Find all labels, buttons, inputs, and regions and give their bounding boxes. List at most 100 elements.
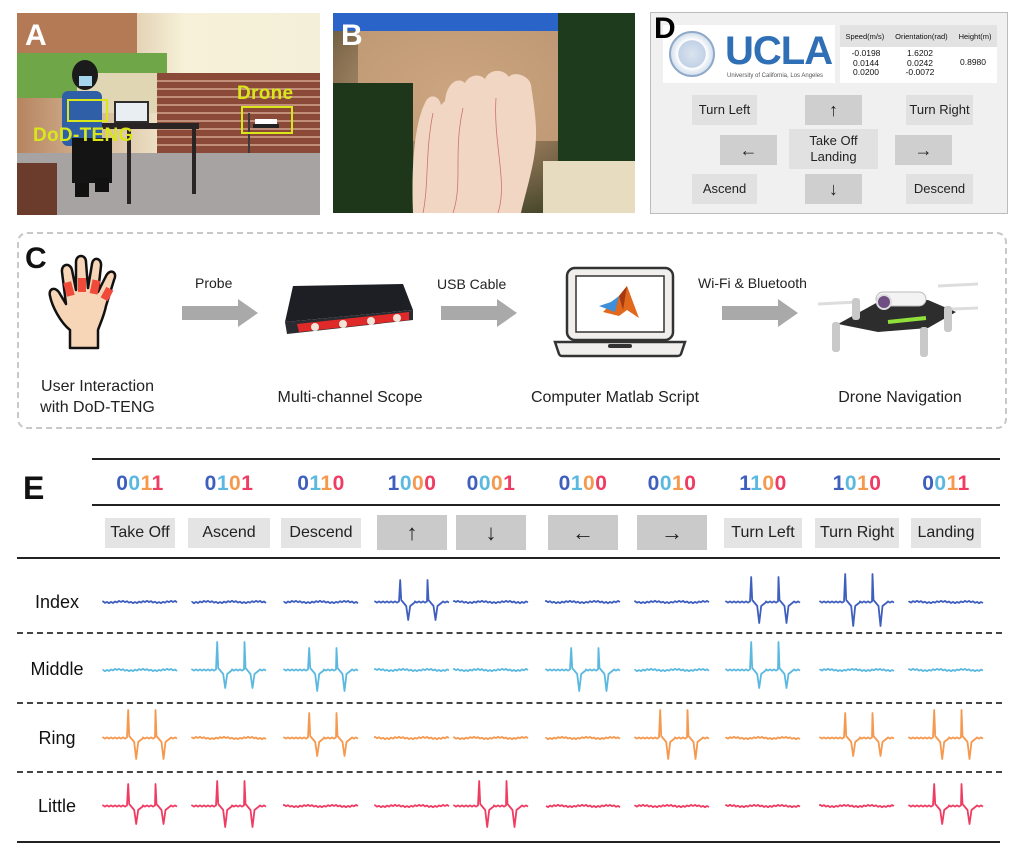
signal-trace-little xyxy=(819,803,895,809)
code-digit: 0 xyxy=(762,472,775,495)
code-digit: 0 xyxy=(774,472,787,495)
row-label-little: Little xyxy=(37,796,77,816)
signal-trace-middle xyxy=(374,667,450,673)
command-button: Turn Right xyxy=(815,518,899,548)
command-button: Descend xyxy=(281,518,361,548)
code-digit: 0 xyxy=(204,472,217,495)
signal-trace-ring xyxy=(545,735,621,741)
command-button: ↓ xyxy=(456,515,526,550)
code-digit: 1 xyxy=(503,472,516,495)
takeoff-landing-button[interactable]: Take Off Landing xyxy=(789,129,878,169)
binary-code: 1000 xyxy=(372,472,452,496)
binary-code: 0100 xyxy=(543,472,623,496)
signal-trace-index xyxy=(102,599,178,605)
device-tag: DoD-TENG xyxy=(33,125,134,146)
table-bottom-rule xyxy=(17,841,1000,843)
command-button: Landing xyxy=(911,518,981,548)
takeoff-label: Take Off xyxy=(809,133,858,148)
signal-trace-index xyxy=(283,599,359,605)
left-button[interactable]: ← xyxy=(720,135,777,165)
signal-trace-ring xyxy=(374,735,450,741)
row-divider xyxy=(17,632,1002,634)
signal-trace-ring xyxy=(819,712,895,757)
drone-highlight-box xyxy=(241,106,293,134)
code-digit: 0 xyxy=(647,472,660,495)
hand-icon xyxy=(48,254,117,350)
turn-left-button[interactable]: Turn Left xyxy=(692,95,757,125)
row-label-ring: Ring xyxy=(38,728,76,748)
code-digit: 1 xyxy=(216,472,229,495)
turn-right-button[interactable]: Turn Right xyxy=(906,95,973,125)
signal-trace-middle xyxy=(102,667,178,673)
code-digit: 0 xyxy=(934,472,947,495)
code-digit: 0 xyxy=(466,472,479,495)
forward-button[interactable]: ↑ xyxy=(805,95,862,125)
code-digit: 0 xyxy=(332,472,345,495)
panel-label-c: C xyxy=(25,242,47,275)
binary-code: 1010 xyxy=(817,472,897,496)
panel-label-e: E xyxy=(23,470,45,506)
signal-trace-little xyxy=(725,803,801,809)
oscilloscope-icon xyxy=(285,284,413,334)
hand-photo-illustration xyxy=(333,13,635,213)
signal-trace-little xyxy=(102,783,178,825)
orientation-value: 0.0242 xyxy=(907,57,933,68)
row-divider xyxy=(17,771,1002,773)
code-digit: 0 xyxy=(229,472,242,495)
speed-value: -0.0198 xyxy=(851,48,881,58)
signal-trace-little xyxy=(453,780,529,828)
teng-signal-grid xyxy=(102,573,984,828)
row-label-index: Index xyxy=(34,592,80,612)
signal-trace-ring xyxy=(191,735,267,741)
signal-trace-middle xyxy=(191,641,267,689)
row-label-middle: Middle xyxy=(30,659,84,679)
binary-code: 1100 xyxy=(723,472,803,496)
binary-code: 0011 xyxy=(906,472,986,496)
binary-code: 0110 xyxy=(281,472,361,496)
caption-line: with DoD-TENG xyxy=(40,399,155,416)
link-label-usb: USB Cable xyxy=(437,276,507,292)
outdoor-scene-illustration xyxy=(17,13,320,215)
speed-value: 0.0144 xyxy=(853,57,879,68)
code-digit: 1 xyxy=(832,472,845,495)
code-digit: 0 xyxy=(558,472,571,495)
binary-code: 0010 xyxy=(632,472,712,496)
device-highlight-box xyxy=(67,99,108,122)
backward-button[interactable]: ↓ xyxy=(805,174,862,204)
panel-label-b: B xyxy=(341,19,363,52)
table-header-rule xyxy=(17,557,1000,559)
ucla-wordmark: UCLA xyxy=(725,29,833,73)
orientation-value: 1.6202 xyxy=(907,48,933,58)
code-digit: 1 xyxy=(320,472,333,495)
signal-trace-middle xyxy=(908,667,984,673)
code-digit: 1 xyxy=(750,472,763,495)
university-seal-icon xyxy=(669,31,715,77)
signal-trace-little xyxy=(283,803,359,809)
photo-user-with-drone: A DoD-TENG Drone xyxy=(17,13,320,215)
code-digit: 0 xyxy=(116,472,129,495)
signal-trace-ring xyxy=(453,735,529,741)
stage-caption-scope: Multi-channel Scope xyxy=(277,389,423,406)
speed-value: 0.0200 xyxy=(853,67,879,77)
code-digit: 0 xyxy=(412,472,425,495)
command-button: → xyxy=(637,515,707,550)
signal-trace-middle xyxy=(545,647,621,692)
command-button: ↑ xyxy=(377,515,447,550)
system-workflow-diagram xyxy=(17,232,1007,429)
descend-button[interactable]: Descend xyxy=(906,174,973,204)
code-digit: 1 xyxy=(387,472,400,495)
ucla-subtitle: University of California, Los Angeles xyxy=(727,73,824,79)
speed-values: -0.0198 0.0144 0.0200 xyxy=(846,48,886,78)
ascend-button[interactable]: Ascend xyxy=(692,174,757,204)
code-digit: 0 xyxy=(922,472,935,495)
stage-caption-computer: Computer Matlab Script xyxy=(530,389,700,406)
drone-tag: Drone xyxy=(237,83,294,104)
code-digit: 0 xyxy=(297,472,310,495)
signal-trace-little xyxy=(634,803,710,809)
signal-trace-little xyxy=(545,803,621,809)
command-button: ← xyxy=(548,515,618,550)
signal-trace-middle xyxy=(819,667,895,673)
arrow-right-icon xyxy=(182,299,258,327)
right-button[interactable]: → xyxy=(895,135,952,165)
photo-hand-with-sensors: B xyxy=(333,13,635,213)
